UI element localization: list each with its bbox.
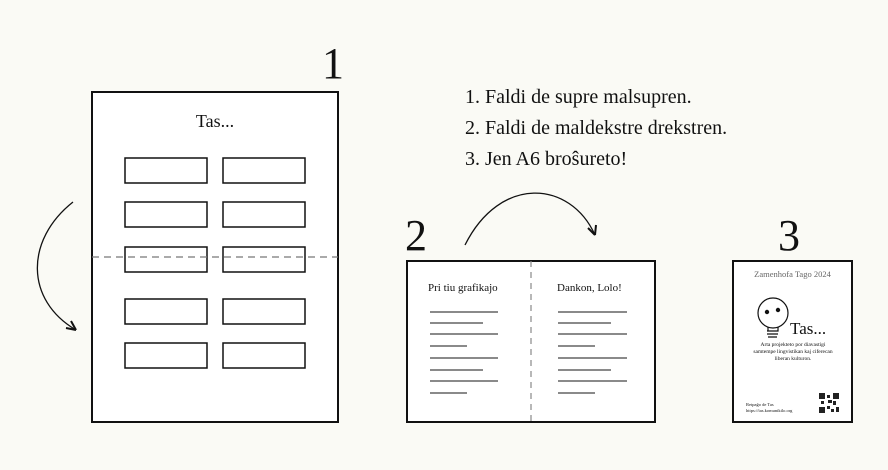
step-number-2: 2 — [405, 211, 427, 260]
step-number-3: 3 — [778, 211, 800, 260]
content-boxes — [124, 157, 306, 369]
booklet-footer: Retpaĝo de Tas https://tas.komunikilo.or… — [746, 402, 792, 413]
booklet-description: Arta projekteto por diavastigi samtempe … — [753, 342, 833, 362]
footer-url: https://tas.komunikilo.org — [746, 407, 793, 413]
qr-code-icon — [819, 393, 839, 413]
step-number-1: 1 — [322, 39, 344, 88]
left-page-heading: Pri tiu grafikajo — [428, 282, 498, 294]
sheet-title: Tas... — [195, 111, 235, 131]
right-page-heading: Dankon, Lolo! — [557, 282, 622, 294]
fold-arrow-right-icon — [464, 192, 596, 246]
booklet-title: Tas... — [790, 319, 827, 338]
fold-arrow-down-icon — [36, 201, 77, 331]
instruction-3: 3. Jen A6 broŝureto! — [465, 148, 628, 170]
lightbulb-face-icon — [757, 297, 789, 338]
instruction-1: 1. Faldi de supre malsupren. — [465, 86, 692, 108]
instruction-2: 2. Faldi de maldekstre drekstren. — [465, 117, 728, 139]
booklet-header: Zamenhofa Tago 2024 — [754, 269, 831, 279]
text-lines — [430, 311, 627, 394]
footer-label: Retpaĝo de Tas — [746, 402, 774, 407]
instructions: 1. Faldi de supre malsupren. 2. Faldi de… — [465, 82, 727, 175]
